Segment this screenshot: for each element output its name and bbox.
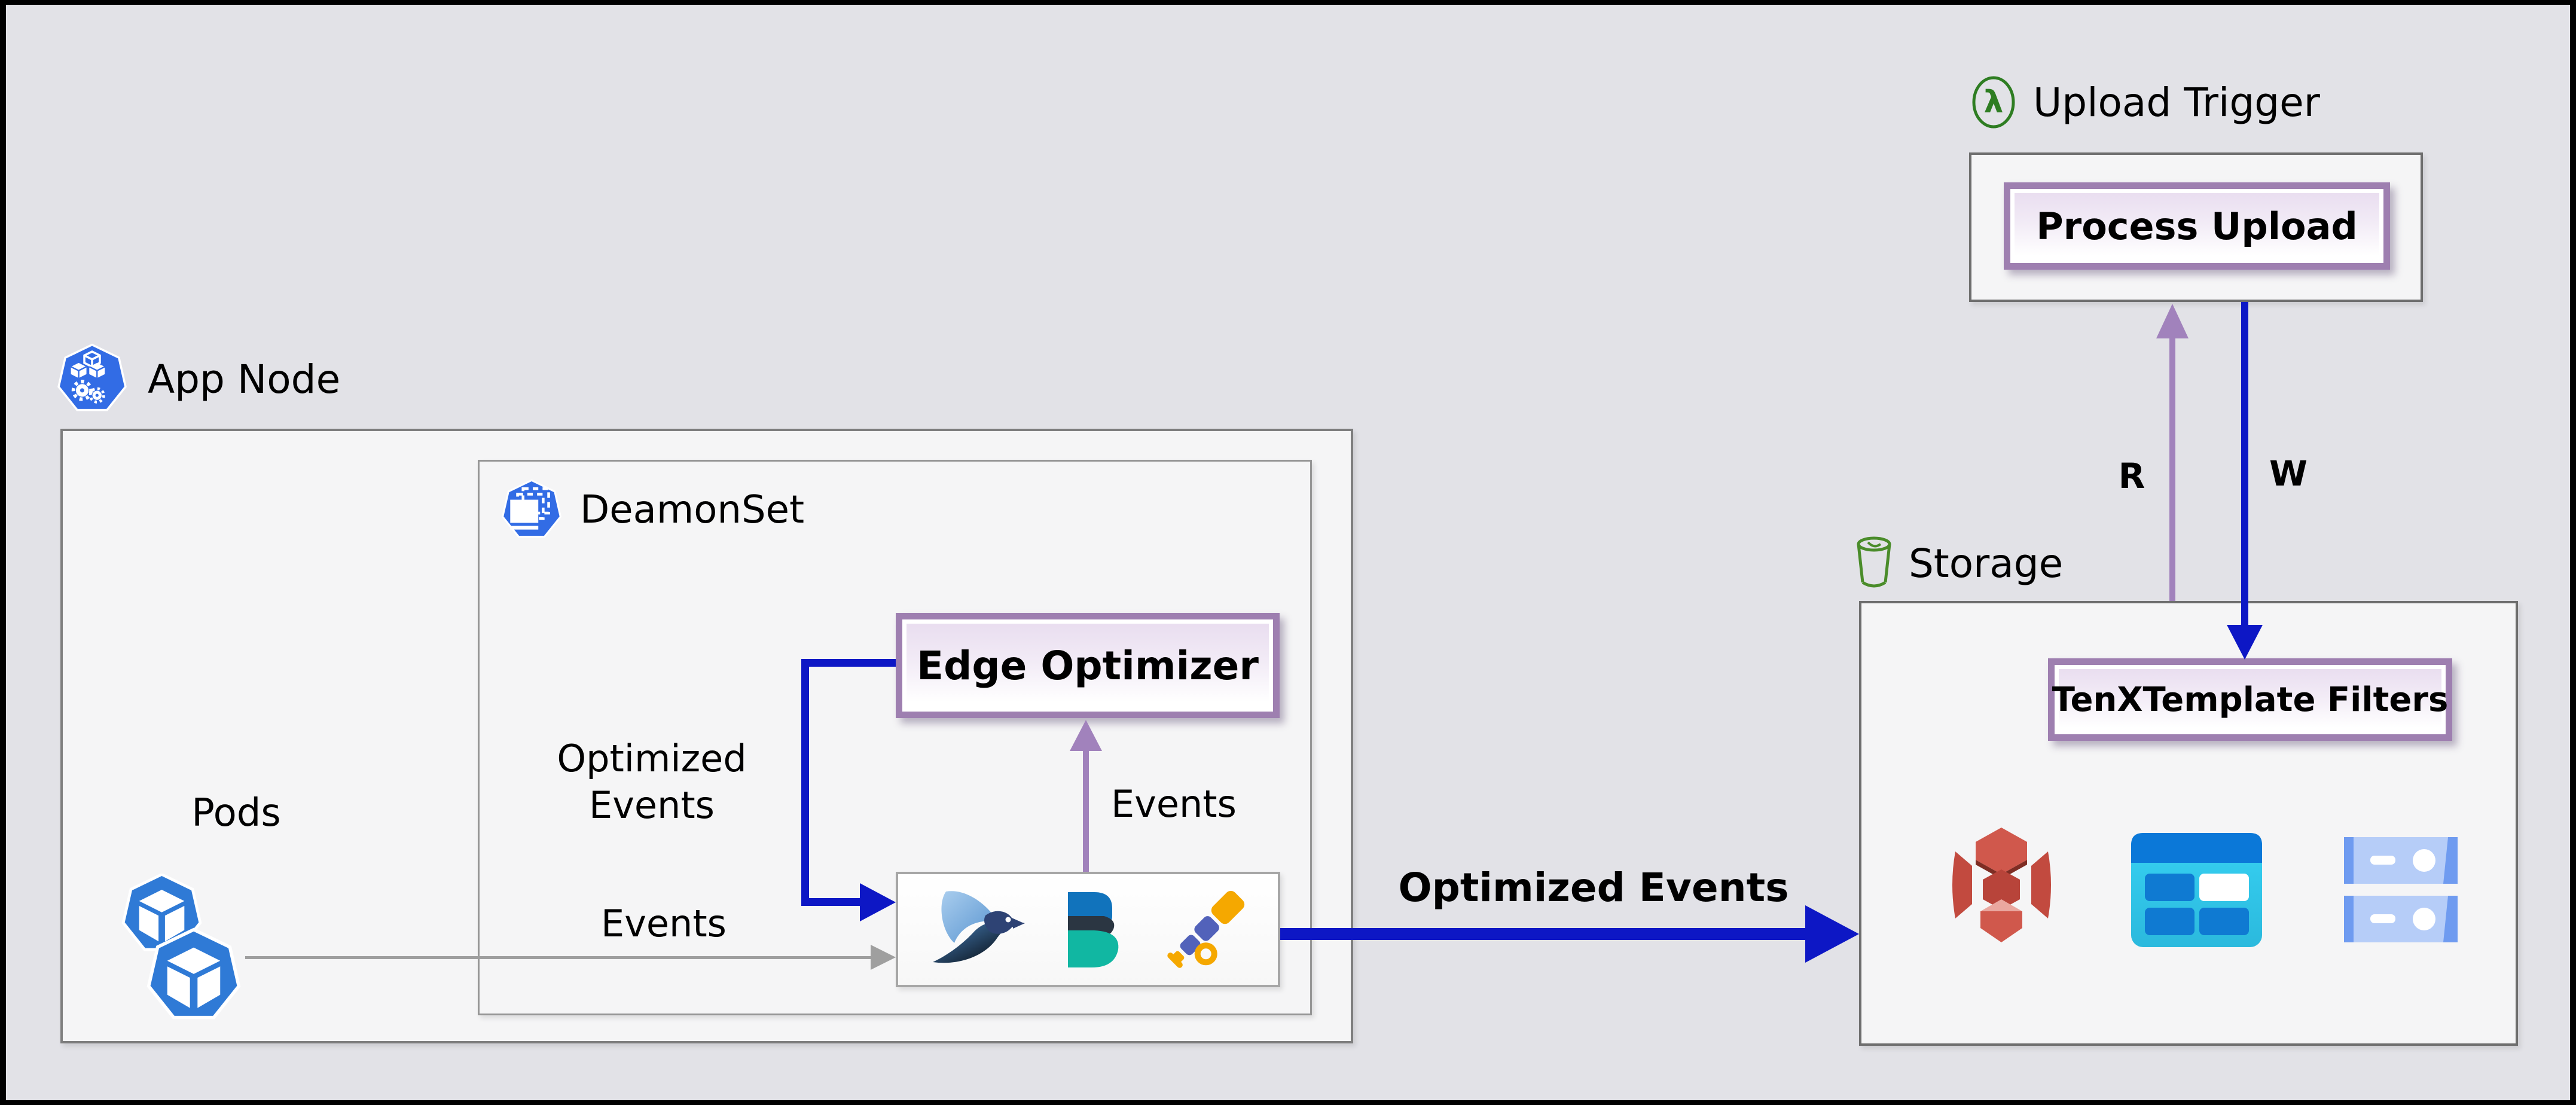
edge-optimizer-label: Edge Optimizer [917,642,1259,689]
events-up-arrow-line [1083,746,1089,872]
upload-trigger-title: Upload Trigger [2033,79,2320,126]
main-flow-arrow-line [1280,928,1806,940]
lambda-icon: λ [1972,76,2015,129]
daemonset-title: DeamonSet [580,488,805,532]
table-store-icon [2131,833,2262,947]
pods-label: Pods [191,791,281,835]
pods-events-arrow-line [245,956,874,959]
tenx-filters-label: TenXTemplate Filters [2052,680,2449,719]
lambda-glyph: λ [1984,84,2004,120]
tenx-filters-box: TenXTemplate Filters [2048,658,2452,741]
collectors-box [896,872,1280,987]
process-upload-label: Process Upload [2036,204,2358,248]
storage-header: Storage [1855,536,2063,591]
read-arrowhead [2156,304,2189,338]
optimized-events-line2: Events [589,783,715,827]
events-gray-label: Events [601,902,727,945]
optimized-events-line1: Optimized [557,737,747,780]
diagram-canvas: App Node Pods DeamonSet Edge O [6,5,2570,1100]
main-flow-arrowhead [1805,905,1859,963]
optimized-events-internal-label: Optimized Events [514,735,789,828]
pods-icon [121,874,241,1019]
read-arrow-line [2169,337,2175,601]
kubernetes-daemonset-icon [501,479,562,538]
edge-elbow-top-segment [801,659,896,667]
kubernetes-node-icon [57,343,127,411]
opentelemetry-icon [1167,890,1245,968]
upload-trigger-header: λ Upload Trigger [1971,75,2320,129]
app-node-title: App Node [148,356,341,402]
events-up-arrowhead [1070,720,1102,751]
write-label: W [2269,453,2308,494]
edge-optimizer-box: Edge Optimizer [896,613,1280,718]
write-arrowhead [2227,625,2263,660]
main-flow-label: Optimized Events [1398,865,1789,911]
storage-title: Storage [1909,540,2064,587]
pods-events-arrowhead [871,945,896,970]
fluent-bit-icon [933,890,1025,963]
s3-bucket-icon [1952,828,2051,942]
process-upload-box: Process Upload [2004,182,2390,270]
storage-bucket-icon [1857,536,1891,588]
server-rack-icon [2344,837,2458,942]
events-up-label: Events [1111,782,1237,826]
edge-elbow-arrowhead [860,883,896,921]
daemonset-header: DeamonSet [501,478,804,542]
app-node-header: App Node [57,343,340,416]
elastic-beats-icon [1067,892,1118,967]
read-label: R [2118,456,2145,496]
write-arrow-line [2241,302,2248,626]
edge-elbow-vertical-segment [801,659,809,906]
edge-elbow-bottom-segment [801,898,862,906]
